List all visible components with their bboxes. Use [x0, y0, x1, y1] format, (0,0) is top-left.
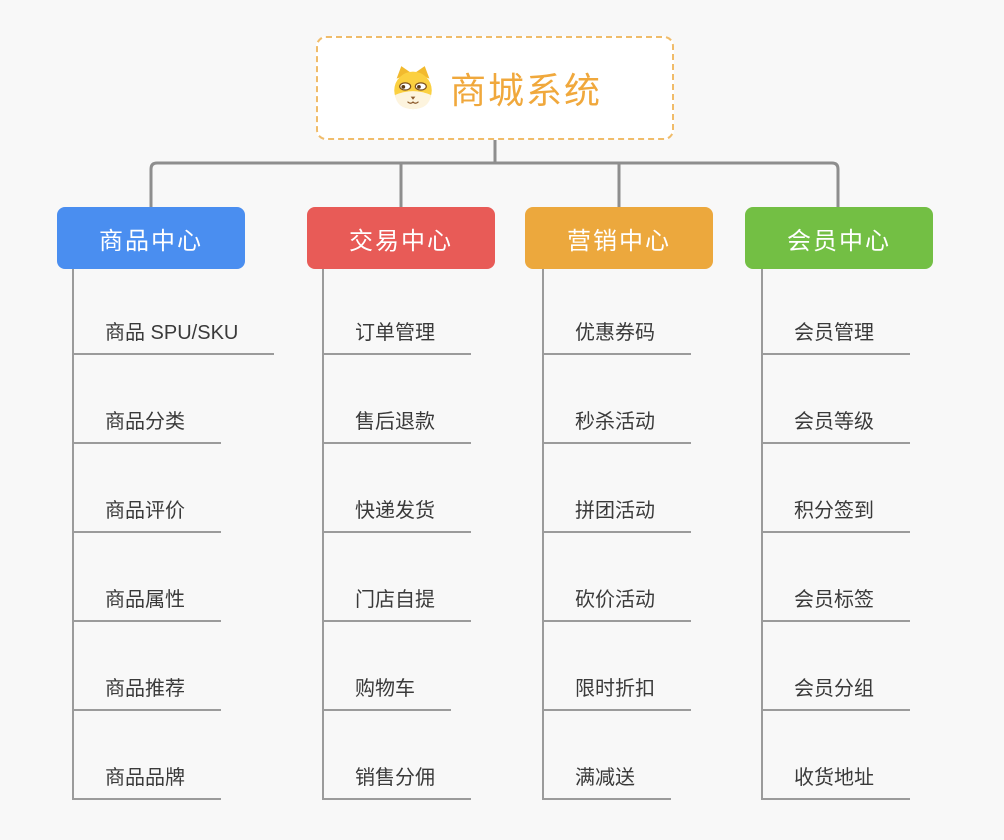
root-topic-label: 商城系统 — [449, 70, 602, 111]
subtopic-label: 商品评价 — [105, 500, 185, 522]
subtopic-item[interactable]: 商品属性 — [72, 580, 221, 622]
subtopic-item[interactable]: 购物车 — [322, 669, 451, 711]
subtopic-item[interactable]: 商品 SPU/SKU — [72, 313, 275, 355]
subtopic-item[interactable]: 商品品牌 — [72, 758, 221, 800]
subtopic-item[interactable]: 商品分类 — [72, 402, 221, 444]
subtopic-item[interactable]: 订单管理 — [322, 313, 471, 355]
subtopic-label: 会员管理 — [794, 322, 874, 344]
subtopic-item[interactable]: 商品评价 — [72, 491, 221, 533]
subtopic-label: 会员等级 — [794, 411, 874, 433]
subtopic-label: 快递发货 — [355, 500, 435, 522]
branch-header-label: 商品中心 — [99, 227, 203, 255]
branch-header-product-center[interactable]: 商品中心 — [57, 207, 245, 269]
subtopic-label: 优惠券码 — [575, 322, 655, 344]
subtopic-item[interactable]: 会员管理 — [761, 313, 910, 355]
subtopic-item[interactable]: 秒杀活动 — [542, 402, 691, 444]
subtopic-label: 限时折扣 — [575, 678, 655, 700]
subtopic-label: 售后退款 — [355, 411, 435, 433]
subtopic-label: 砍价活动 — [575, 589, 655, 611]
subtopic-label: 商品属性 — [105, 589, 185, 611]
subtopic-label: 拼团活动 — [575, 500, 655, 522]
subtopic-item[interactable]: 会员分组 — [761, 669, 910, 711]
subtopic-item[interactable]: 售后退款 — [322, 402, 471, 444]
subtopic-item[interactable]: 积分签到 — [761, 491, 910, 533]
subtopic-item[interactable]: 优惠券码 — [542, 313, 691, 355]
branch-header-label: 交易中心 — [349, 227, 453, 255]
branch-header-marketing-center[interactable]: 营销中心 — [525, 207, 713, 269]
subtopic-item[interactable]: 快递发货 — [322, 491, 471, 533]
subtopic-label: 订单管理 — [355, 322, 435, 344]
branch-header-label: 营销中心 — [567, 227, 671, 255]
subtopic-label: 积分签到 — [794, 500, 874, 522]
branch-header-label: 会员中心 — [787, 227, 891, 255]
subtopic-item[interactable]: 商品推荐 — [72, 669, 221, 711]
subtopic-item[interactable]: 砍价活动 — [542, 580, 691, 622]
subtopic-item[interactable]: 会员等级 — [761, 402, 910, 444]
subtopic-label: 商品分类 — [105, 411, 185, 433]
subtopic-item[interactable]: 满减送 — [542, 758, 671, 800]
subtopic-label: 商品 SPU/SKU — [105, 322, 239, 344]
subtopic-label: 销售分佣 — [355, 767, 435, 789]
branch-header-trade-center[interactable]: 交易中心 — [307, 207, 495, 269]
subtopic-label: 门店自提 — [355, 589, 435, 611]
root-topic[interactable]: 商城系统 — [316, 36, 674, 140]
subtopic-item[interactable]: 限时折扣 — [542, 669, 691, 711]
shiba-dog-icon — [388, 63, 438, 113]
subtopic-label: 商品品牌 — [105, 767, 185, 789]
subtopic-label: 购物车 — [355, 678, 415, 700]
branch-header-member-center[interactable]: 会员中心 — [745, 207, 933, 269]
subtopic-label: 秒杀活动 — [575, 411, 655, 433]
subtopic-item[interactable]: 会员标签 — [761, 580, 910, 622]
subtopic-label: 满减送 — [575, 767, 635, 789]
subtopic-label: 会员分组 — [794, 678, 874, 700]
subtopic-item[interactable]: 销售分佣 — [322, 758, 471, 800]
subtopic-item[interactable]: 门店自提 — [322, 580, 471, 622]
subtopic-label: 收货地址 — [794, 767, 874, 789]
subtopic-item[interactable]: 收货地址 — [761, 758, 910, 800]
subtopic-item[interactable]: 拼团活动 — [542, 491, 691, 533]
subtopic-label: 商品推荐 — [105, 678, 185, 700]
subtopic-label: 会员标签 — [794, 589, 874, 611]
